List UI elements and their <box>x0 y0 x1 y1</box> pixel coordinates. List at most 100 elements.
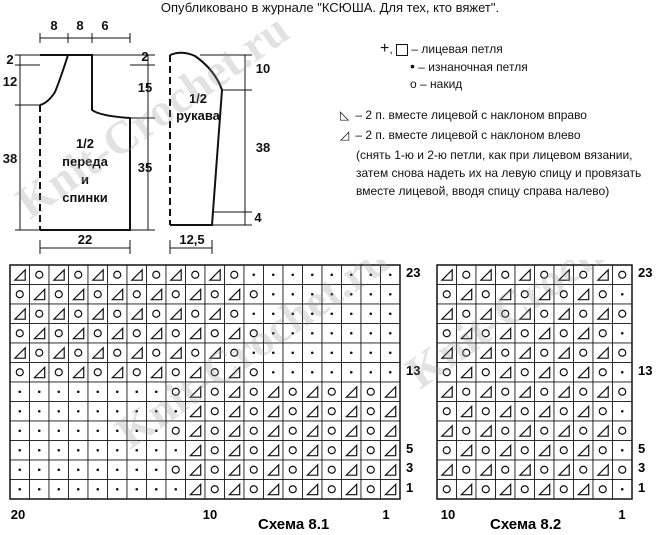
grid-cell <box>612 420 633 441</box>
yarn-over-mark <box>540 465 549 474</box>
yarn-over-mark <box>579 387 588 396</box>
yarn-over-mark <box>559 407 568 416</box>
yarn-over-mark <box>327 407 336 416</box>
k2tog-right-mark <box>149 287 163 301</box>
circle-icon: o <box>410 77 417 91</box>
yarn-over-mark <box>501 465 510 474</box>
purl-mark <box>115 390 119 394</box>
purl-mark <box>57 429 61 433</box>
yarn-over-mark <box>501 426 510 435</box>
grid-cell <box>553 479 574 500</box>
yarn-over-mark <box>366 446 375 455</box>
k2tog-right-mark <box>266 482 280 496</box>
k2tog-right-mark <box>305 385 319 398</box>
grid-cell <box>592 362 613 383</box>
k2tog-right-mark <box>227 463 241 476</box>
purl-mark <box>369 312 373 316</box>
yarn-over-mark <box>132 368 141 377</box>
purl-mark <box>271 331 275 335</box>
legend-k2tog-right: ◺ – 2 п. вместе лицевой с наклоном вправ… <box>340 108 587 122</box>
k2tog-right-mark <box>344 424 358 437</box>
k2tog-right-mark <box>188 482 202 496</box>
grid-cell <box>553 323 574 344</box>
grid-cell <box>612 342 633 363</box>
yarn-over-mark <box>540 270 549 279</box>
yarn-over-mark <box>501 387 510 396</box>
k2tog-right-mark <box>498 482 512 496</box>
yarn-over-mark <box>171 426 180 435</box>
yarn-over-mark <box>559 329 568 338</box>
purl-mark <box>330 292 334 296</box>
k2tog-right-mark <box>518 307 531 320</box>
purl-mark <box>154 448 158 452</box>
purl-mark <box>174 409 178 413</box>
yarn-over-mark <box>152 309 161 318</box>
grid-cell <box>436 440 457 461</box>
purl-mark <box>330 351 334 355</box>
grid-cell <box>107 264 128 285</box>
purl-mark <box>154 409 158 413</box>
k2tog-right-mark <box>518 424 531 437</box>
yarn-over-mark <box>113 348 122 357</box>
yarn-over-mark <box>327 387 336 396</box>
front-label-4: спинки <box>62 190 107 205</box>
k2tog-right-mark <box>459 326 473 340</box>
yarn-over-mark <box>598 368 607 377</box>
grid-cell <box>282 459 303 480</box>
dim-left-1: 2 <box>6 52 13 67</box>
yarn-over-mark <box>598 485 607 494</box>
purl-mark <box>18 468 22 472</box>
grid-cell <box>592 284 613 305</box>
purl-mark <box>76 429 80 433</box>
purl-mark <box>135 487 139 491</box>
purl-mark <box>18 429 22 433</box>
grid-cell <box>321 459 342 480</box>
row-label: 3 <box>638 460 645 475</box>
yarn-over-mark <box>579 426 588 435</box>
grid-cell <box>573 303 594 324</box>
grid-cell <box>534 459 555 480</box>
grid-cell <box>475 440 496 461</box>
purl-mark <box>388 312 392 316</box>
grid-cell <box>165 284 186 305</box>
yarn-over-mark <box>579 465 588 474</box>
k2tog-right-mark <box>518 346 531 359</box>
k2tog-right-mark <box>498 404 512 418</box>
purl-mark <box>37 468 41 472</box>
publication-note: Опубликовано в журнале "КСЮША. Для тех, … <box>160 0 500 15</box>
k2tog-right-mark <box>305 404 319 418</box>
purl-mark <box>135 448 139 452</box>
grid-cell <box>612 459 633 480</box>
yarn-over-mark <box>249 329 258 338</box>
yarn-over-mark <box>210 290 219 299</box>
yarn-over-mark <box>210 387 219 396</box>
yarn-over-mark <box>520 446 529 455</box>
grid-cell <box>243 401 264 422</box>
yarn-over-mark <box>210 485 219 494</box>
yarn-over-mark <box>462 348 471 357</box>
k2tog-right-mark <box>479 346 492 359</box>
purl-mark <box>330 273 334 277</box>
purl-mark <box>349 273 353 277</box>
k2tog-right-mark <box>110 365 124 379</box>
purl-mark <box>18 409 22 413</box>
yarn-over-mark <box>559 446 568 455</box>
grid-cell <box>495 381 516 402</box>
yarn-over-mark <box>520 290 529 299</box>
yarn-over-mark <box>442 446 451 455</box>
purl-mark <box>330 312 334 316</box>
purl-mark <box>271 292 275 296</box>
yarn-over-mark <box>366 465 375 474</box>
k2tog-right-mark <box>440 346 453 359</box>
grid-cell <box>436 479 457 500</box>
grid-cell <box>514 440 535 461</box>
yarn-over-mark <box>249 290 258 299</box>
grid-cell <box>360 459 381 480</box>
dim-left-2: 12 <box>3 74 17 89</box>
grid-cell <box>204 479 225 500</box>
grid-cell <box>553 401 574 422</box>
k2tog-right-mark <box>13 346 26 359</box>
k2tog-right-mark <box>459 443 473 457</box>
purl-mark <box>37 429 41 433</box>
grid-cell <box>224 264 245 285</box>
